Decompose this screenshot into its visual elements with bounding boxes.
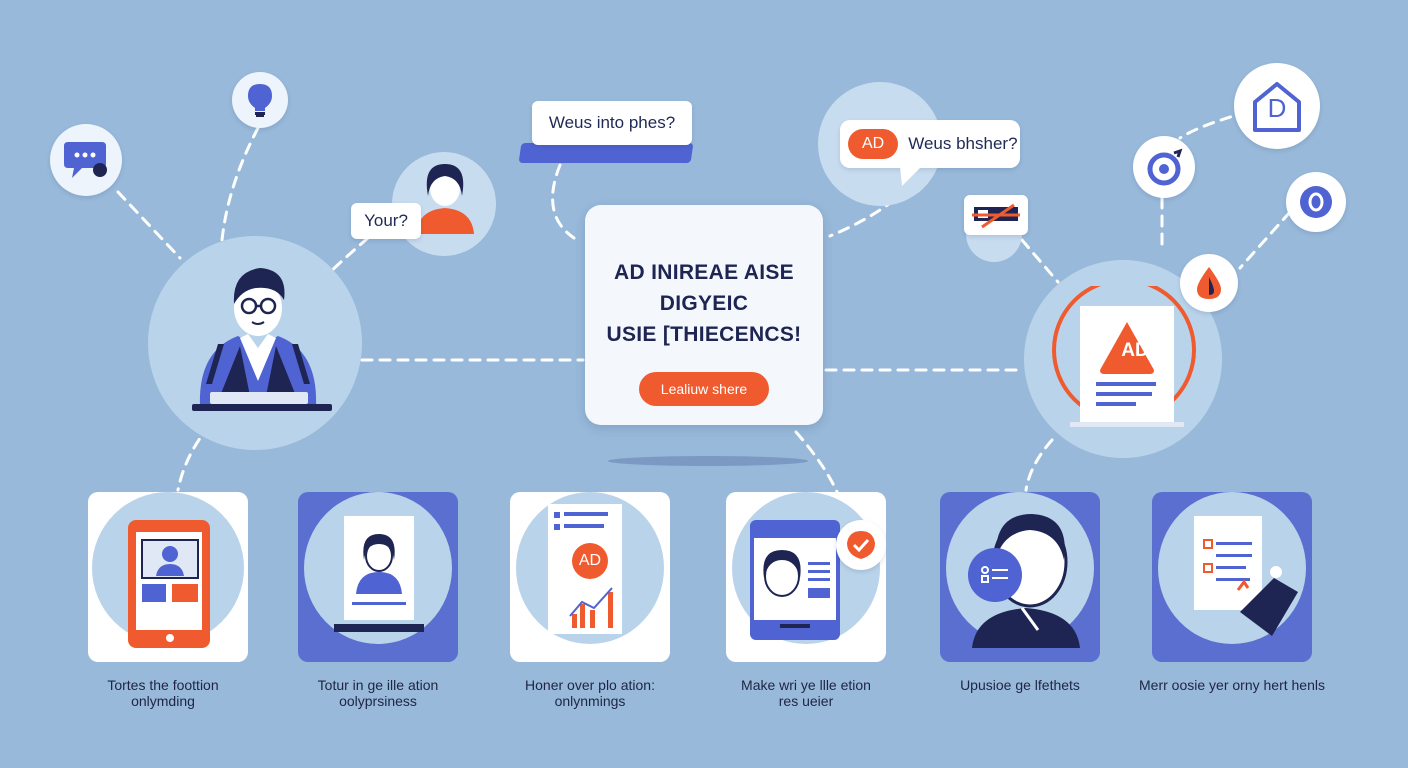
connector-bulb-to-person (220, 126, 260, 242)
ring-icon-circle (1286, 172, 1346, 232)
step-card-5[interactable] (940, 492, 1100, 662)
step-4-line-1: Make wri ye llle etion (741, 677, 871, 693)
step-6-line-1: Merr oosie yer orny hert henls (1139, 677, 1325, 693)
step-5-line-1: Upusioe ge lfethets (960, 677, 1080, 693)
smartphone-profile-icon (128, 520, 210, 648)
top-center-question-text: Weus into phes? (548, 113, 676, 132)
step-2-label: Totur in ge ille ation oolyprsiness (283, 677, 473, 709)
target-icon (1147, 148, 1183, 186)
house-icon-circle: D (1234, 63, 1320, 149)
center-announcement-card: AD INIREAE AISE DIGYEIC USIE [THIECENCS!… (585, 205, 823, 425)
your-question-text: Your? (364, 211, 408, 230)
step-card-4[interactable] (726, 492, 886, 662)
top-bubble-accent (518, 143, 694, 163)
step-6-label: Merr oosie yer orny hert henls (1137, 677, 1327, 693)
step-4-line-2: res ueier (778, 693, 834, 709)
your-question-bubble: Your? (351, 203, 421, 239)
crossed-flag-icon (972, 203, 1020, 229)
id-card-profile-icon (750, 520, 840, 640)
connector-speech-to-person (116, 190, 182, 260)
checklist-pen-icon (1194, 516, 1298, 636)
center-card-title: AD INIREAE AISE DIGYEIC USIE [THIECENCS! (585, 257, 823, 350)
step-1-line-2: onlymding (131, 693, 195, 709)
bubble-tail-icon (900, 166, 922, 186)
top-center-question-bubble: Weus into phes? (532, 101, 692, 145)
step-4-label: Make wri ye llle etion res ueier (711, 677, 901, 709)
step-card-2[interactable] (298, 492, 458, 662)
id-badge-circle (968, 548, 1022, 602)
step-2-line-2: oolyprsiness (339, 693, 417, 709)
drop-icon (1197, 267, 1221, 299)
target-icon-circle (1133, 136, 1195, 198)
ad-document-illustration (1052, 286, 1196, 427)
profile-document-icon (334, 516, 424, 632)
chat-icon-circle (50, 124, 122, 196)
center-title-line-3: USIE [THIECENCS! (606, 323, 802, 346)
connector-topbubble-to-card (551, 163, 576, 240)
connector-doc-to-step6 (1024, 438, 1054, 492)
top-right-question-text: Weus bhsher? (908, 134, 1018, 153)
house-letter: D (1267, 93, 1287, 123)
lightbulb-icon (248, 84, 272, 117)
center-title-line-2: DIGYEIC (659, 292, 749, 315)
id-badge-icon (981, 566, 1008, 583)
approve-badge-circle (836, 520, 886, 570)
connector-ring-to-drop (1238, 210, 1292, 270)
step-2-line-1: Totur in ge ille ation (317, 677, 439, 693)
lightbulb-icon-circle (232, 72, 288, 128)
step-card-1[interactable] (88, 492, 248, 662)
step-3-line-2: onlynmings (554, 693, 626, 709)
flag-bubble (964, 195, 1028, 235)
house-letter-icon (1253, 82, 1301, 132)
step-3-label: Honer over plo ation: onlynmings (495, 677, 685, 709)
step-1-label: Tortes the foottion onlymding (68, 677, 258, 709)
step-card-6[interactable] (1152, 492, 1312, 662)
connector-card-to-step4 (794, 430, 840, 496)
center-title-line-1: AD INIREAE AISE (614, 261, 794, 284)
step-3-line-1: Honer over plo ation: (525, 677, 655, 693)
checkmark-badge-icon (847, 531, 875, 559)
ad-report-chart-icon (548, 504, 622, 634)
step-5-label: Upusioe ge lfethets (925, 677, 1115, 693)
document-ad-badge: AD (1121, 340, 1149, 361)
ring-icon (1300, 186, 1332, 218)
step-card-3[interactable]: AD (510, 492, 670, 662)
learn-more-button[interactable]: Lealiuw shere (638, 372, 770, 406)
step-1-line-1: Tortes the foottion (107, 677, 219, 693)
center-card-shadow (608, 456, 808, 466)
drop-icon-circle (1180, 254, 1238, 312)
woman-avatar-icon (416, 164, 474, 234)
chat-bubble-icon (64, 142, 107, 178)
person-at-laptop-illustration (192, 268, 332, 411)
step-3-ad-badge: AD (578, 552, 602, 569)
top-right-question-bubble: AD Weus bhsher? (840, 120, 1020, 168)
connector-flag-to-doc (1020, 238, 1060, 284)
ad-badge: AD (848, 129, 899, 159)
